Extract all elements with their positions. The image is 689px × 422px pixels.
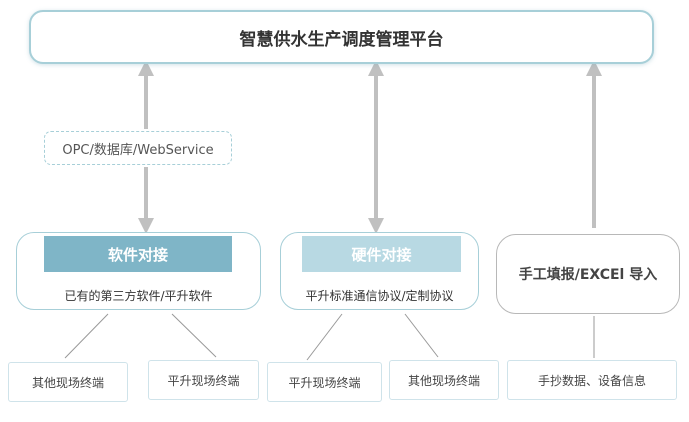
connector-software-pingsheng [171, 313, 217, 358]
hardware-band: 硬件对接 [302, 236, 461, 272]
terminal-other-1: 其他现场终端 [8, 362, 128, 402]
hardware-desc: 平升标准通信协议/定制协议 [305, 289, 454, 303]
terminal-label: 其他现场终端 [31, 375, 104, 390]
terminal-other-2: 其他现场终端 [389, 360, 499, 400]
hardware-integration-box: 硬件对接 平升标准通信协议/定制协议 [280, 232, 479, 310]
terminal-label: 其他现场终端 [407, 373, 480, 388]
terminal-pingsheng-2: 平升现场终端 [267, 362, 382, 402]
protocol-label: OPC/数据库/WebService [62, 142, 214, 158]
terminal-label: 平升现场终端 [167, 373, 240, 388]
manual-entry-box: 手工填报/EXCEl 导入 [496, 234, 680, 314]
connector-software-other [64, 313, 109, 359]
terminal-label: 平升现场终端 [288, 375, 361, 390]
connector-hardware-other [404, 313, 439, 358]
software-integration-box: 软件对接 已有的第三方软件/平升软件 [16, 232, 261, 310]
protocol-label-box: OPC/数据库/WebService [44, 131, 232, 165]
software-desc: 已有的第三方软件/平升软件 [64, 289, 213, 303]
platform-title-box: 智慧供水生产调度管理平台 [29, 10, 654, 64]
terminal-label: 手抄数据、设备信息 [537, 373, 646, 388]
terminal-manual-data: 手抄数据、设备信息 [507, 360, 677, 400]
manual-label: 手工填报/EXCEl 导入 [518, 267, 658, 283]
connector-hardware-pingsheng [306, 313, 343, 361]
terminal-pingsheng-1: 平升现场终端 [148, 360, 259, 400]
platform-title: 智慧供水生产调度管理平台 [239, 29, 444, 50]
software-band: 软件对接 [44, 236, 232, 272]
